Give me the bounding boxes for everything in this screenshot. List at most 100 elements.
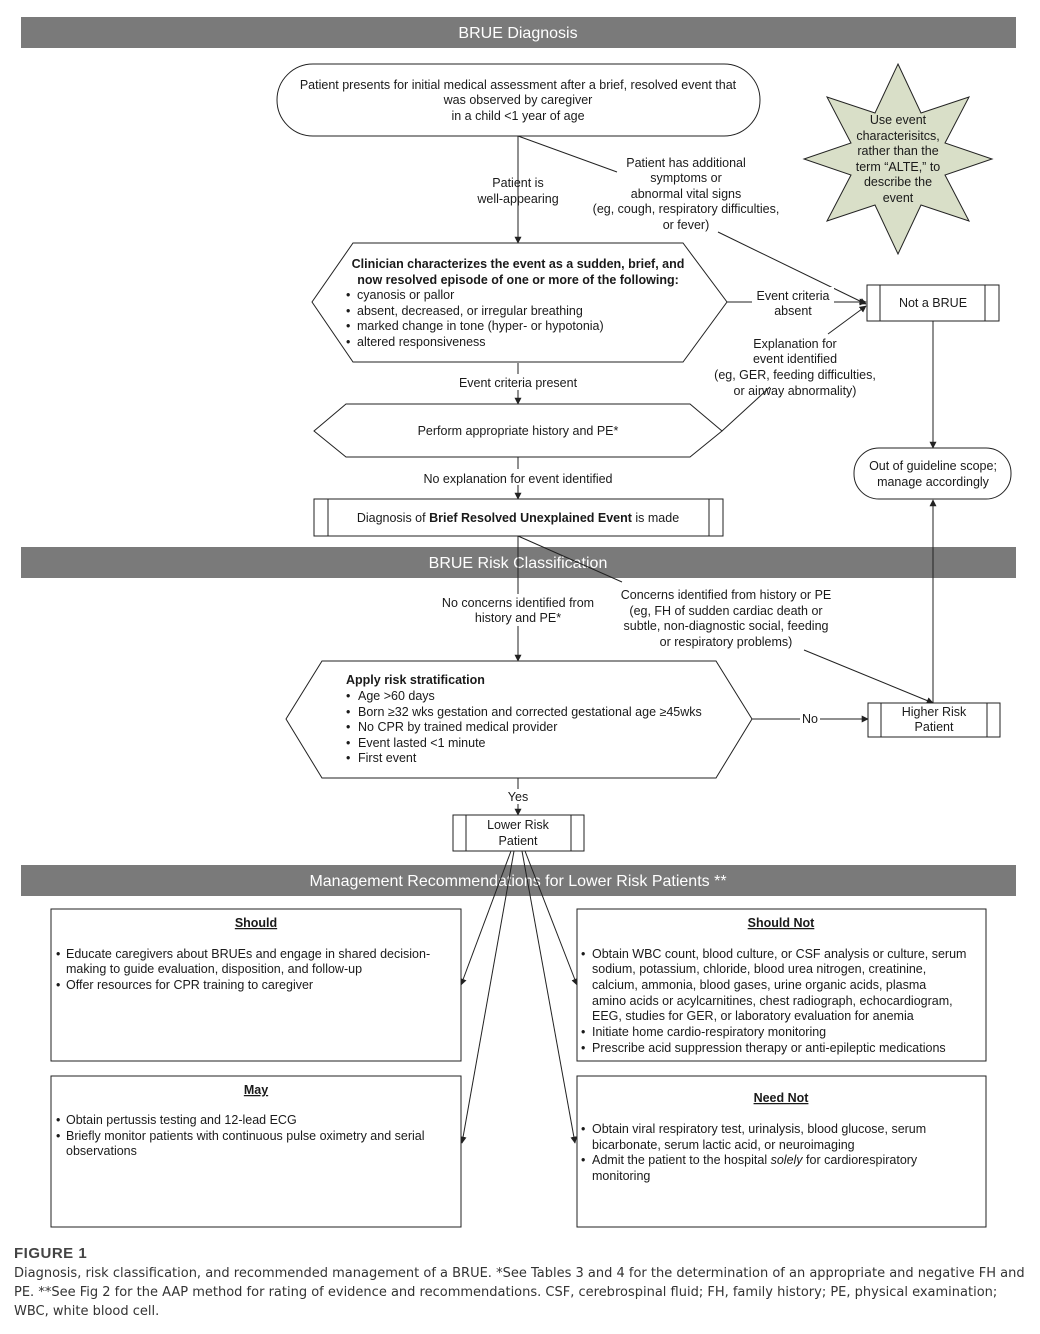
star-note: Use event characterisitcs, rather than t… — [802, 62, 994, 256]
start-line-1: Patient presents for initial medical ass… — [300, 78, 737, 92]
label-absent-2: absent — [774, 304, 812, 318]
header-brue-diagnosis-text: BRUE Diagnosis — [458, 25, 577, 42]
need-not-bullet: • — [581, 1122, 585, 1136]
edge-history-to-notbrue-a — [721, 386, 771, 432]
label-well-2: well-appearing — [476, 192, 558, 206]
figure-caption: FIGURE 1 Diagnosis, risk classification,… — [14, 1244, 1026, 1321]
clinician-item-2: absent, decreased, or irregular breathin… — [357, 304, 583, 318]
label-present: Event criteria present — [459, 376, 578, 390]
star-line-5: describe the — [864, 175, 932, 189]
edge-additional-to-notbrue — [517, 135, 618, 173]
should-box: Should • Educate caregivers about BRUEs … — [50, 908, 462, 1062]
clinician-item-4: altered responsiveness — [357, 335, 486, 349]
should-not-line-3: calcium, ammonia, blood gases, urine org… — [592, 978, 926, 992]
need-not-line-2: bicarbonate, serum lactic acid, or neuro… — [592, 1138, 855, 1152]
lower-risk-node: Lower Risk Patient — [452, 814, 585, 852]
may-bullet: • — [56, 1113, 60, 1127]
history-pe-text: Perform appropriate history and PE* — [418, 424, 619, 438]
clinician-title-2: now resolved episode of one or more of t… — [357, 273, 679, 287]
risk-title: Apply risk stratification — [346, 673, 485, 687]
should-not-bullet: • — [581, 1041, 585, 1055]
should-not-line-2: sodium, potassium, chloride, blood urea … — [592, 962, 926, 976]
edge-concerns-b — [803, 649, 934, 704]
star-line-2: characterisitcs, — [856, 129, 939, 143]
label-concerns-2: (eg, FH of sudden cardiac death or — [629, 604, 822, 618]
label-yes: Yes — [508, 790, 528, 804]
edge-history-to-notbrue-b — [827, 305, 867, 335]
need-not-title: Need Not — [754, 1091, 810, 1105]
need-not-line-4: monitoring — [592, 1169, 650, 1183]
clinician-title-1: Clinician characterizes the event as a s… — [352, 257, 685, 271]
should-title: Should — [235, 916, 277, 930]
label-explanation-2: event identified — [753, 352, 837, 366]
diagnosis-text: Diagnosis of Brief Resolved Unexplained … — [357, 511, 679, 525]
star-line-3: rather than the — [857, 144, 938, 158]
header-management-text: Management Recommendations for Lower Ris… — [309, 873, 726, 890]
risk-item-5: First event — [358, 751, 417, 765]
diagnosis-node: Diagnosis of Brief Resolved Unexplained … — [313, 498, 724, 537]
label-concerns-4: or respiratory problems) — [660, 635, 793, 649]
may-line-3: observations — [66, 1144, 137, 1158]
edge-lower-to-shouldnot — [524, 850, 578, 986]
label-additional-4: (eg, cough, respiratory difficulties, — [593, 202, 780, 216]
clinician-bullet: • — [346, 288, 350, 302]
risk-item-1: Age >60 days — [358, 689, 435, 703]
not-brue-node: Not a BRUE — [866, 284, 1000, 322]
need-not-bullet: • — [581, 1153, 585, 1167]
should-bullet: • — [56, 978, 60, 992]
need-not-line-3: Admit the patient to the hospital solely… — [592, 1153, 918, 1167]
higher-risk-line-2: Patient — [915, 720, 954, 734]
risk-bullet: • — [346, 736, 350, 750]
should-bullet: • — [56, 947, 60, 961]
edge-labels: Patient is well-appearing Patient has ad… — [412, 156, 876, 804]
figure-caption-text: Diagnosis, risk classification, and reco… — [14, 1266, 1025, 1319]
start-node: Patient presents for initial medical ass… — [276, 63, 761, 137]
star-line-1: Use event — [870, 113, 927, 127]
star-line-6: event — [883, 191, 914, 205]
edge-lower-to-should — [459, 850, 512, 986]
label-explanation-1: Explanation for — [753, 337, 836, 351]
label-concerns-1: Concerns identified from history or PE — [621, 588, 832, 602]
should-line-3: Offer resources for CPR training to care… — [66, 978, 313, 992]
may-line-2: Briefly monitor patients with continuous… — [66, 1129, 425, 1143]
label-additional-3: abnormal vital signs — [631, 187, 741, 201]
lower-risk-line-2: Patient — [499, 834, 538, 848]
may-title: May — [244, 1083, 268, 1097]
need-not-box: Need Not • Obtain viral respiratory test… — [576, 1075, 987, 1228]
label-additional-2: symptoms or — [650, 171, 722, 185]
edge-lower-to-neednot — [521, 850, 578, 1144]
may-line-1: Obtain pertussis testing and 12-lead ECG — [66, 1113, 297, 1127]
may-box: May • Obtain pertussis testing and 12-le… — [50, 1075, 462, 1228]
should-not-line-6: Initiate home cardio-respiratory monitor… — [592, 1025, 826, 1039]
risk-bullet: • — [346, 705, 350, 719]
should-line-2: making to guide evaluation, disposition,… — [66, 962, 362, 976]
not-brue-text: Not a BRUE — [899, 296, 967, 310]
should-not-line-1: Obtain WBC count, blood culture, or CSF … — [592, 947, 966, 961]
clinician-bullet: • — [346, 319, 350, 333]
label-well-1: Patient is — [492, 176, 543, 190]
should-not-bullet: • — [581, 1025, 585, 1039]
label-no: No — [802, 712, 818, 726]
label-additional-1: Patient has additional — [626, 156, 746, 170]
start-line-2: was observed by caregiver — [443, 93, 593, 107]
should-not-title: Should Not — [748, 916, 815, 930]
risk-bullet: • — [346, 751, 350, 765]
should-not-line-4: amino acids or acylcarnitines, chest rad… — [592, 994, 953, 1008]
risk-bullet: • — [346, 720, 350, 734]
clinician-characterization-node: Clinician characterizes the event as a s… — [311, 242, 728, 363]
should-not-bullet: • — [581, 947, 585, 961]
figure-label: FIGURE 1 — [14, 1245, 88, 1262]
edges — [459, 135, 937, 1144]
label-explanation-4: or airway abnormality) — [734, 384, 857, 398]
risk-item-3: No CPR by trained medical provider — [358, 720, 557, 734]
should-not-line-5: EEG, studies for GER, or laboratory eval… — [592, 1009, 914, 1023]
label-explanation-3: (eg, GER, feeding difficulties, — [714, 368, 876, 382]
clinician-item-1: cyanosis or pallor — [357, 288, 454, 302]
label-additional-5: or fever) — [663, 218, 710, 232]
edge-additional-to-notbrue-2 — [717, 231, 867, 305]
start-line-3: in a child <1 year of age — [451, 109, 584, 123]
higher-risk-node: Higher Risk Patient — [867, 702, 1001, 738]
out-scope-line-1: Out of guideline scope; — [869, 459, 997, 473]
edge-lower-to-may — [459, 850, 515, 1144]
